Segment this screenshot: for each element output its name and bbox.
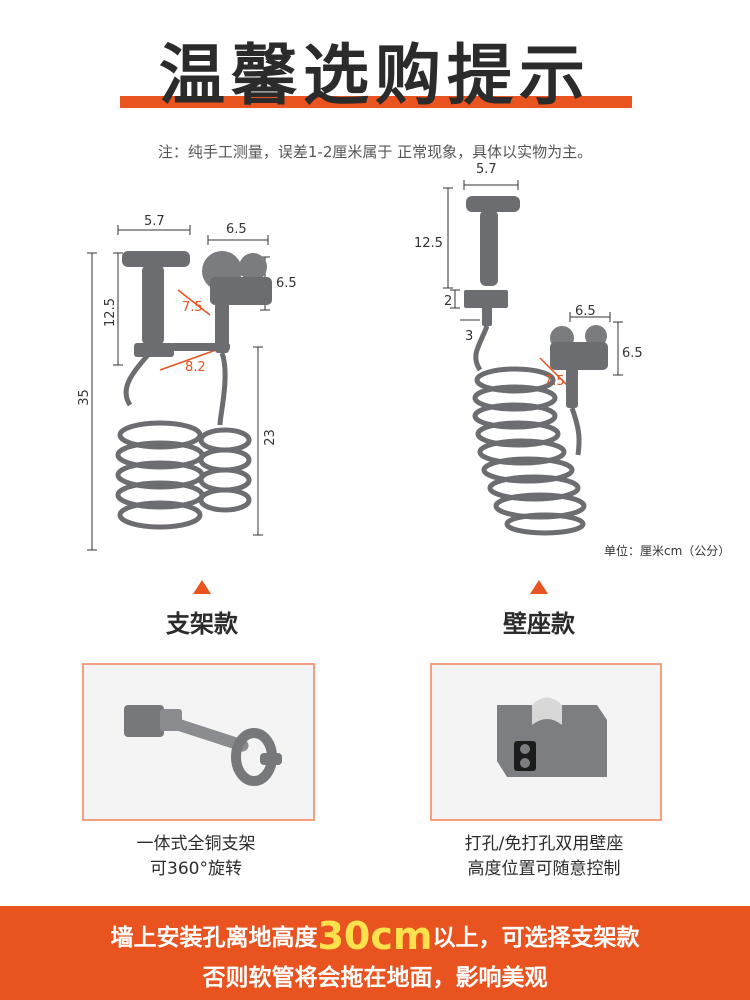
wall-seat-product-illustration: [443, 180, 623, 536]
bracket-caption-line-2: 可360°旋转: [150, 859, 242, 879]
left-valve-width-label: 6.5: [226, 222, 247, 237]
left-bracket-length-label: 8.2: [185, 360, 206, 375]
wall-seat-variant-label: 壁座款: [503, 610, 575, 638]
banner-line-1-prefix: 墙上安装孔离地高度: [110, 925, 318, 951]
left-head-height-label: 12.5: [102, 298, 118, 327]
right-seat-depth-label: 3: [465, 329, 474, 344]
right-head-height-label: 12.5: [414, 236, 443, 251]
wall-seat-detail-box: [430, 663, 662, 821]
right-valve-depth-label: 7.5: [544, 374, 565, 389]
right-valve-height-label: 6.5: [622, 346, 643, 361]
unit-label: 单位：厘米cm（公分）: [604, 544, 731, 558]
bracket-detail-box: [82, 663, 315, 821]
bracket-caption-line-1: 一体式全铜支架: [136, 834, 256, 854]
bracket-product-illustration: [87, 225, 272, 551]
left-valve-height-label: 6.5: [276, 276, 297, 291]
wall-seat-caption-line-2: 高度位置可随意控制: [467, 859, 621, 879]
page-title: 温馨选购提示: [159, 37, 591, 114]
left-valve-depth-label: 7.5: [182, 300, 203, 315]
banner-line-2: 否则软管将会拖在地面，影响美观: [202, 965, 548, 991]
bracket-marker-triangle: [193, 580, 211, 594]
wall-seat-photo: [497, 697, 607, 777]
right-seat-height-label: 2: [444, 294, 453, 309]
wall-seat-marker-triangle: [530, 580, 548, 594]
left-total-height-label: 35: [76, 389, 92, 406]
measurement-note: 注：纯手工测量，误差1-2厘米属于 正常现象，具体以实物为主。: [157, 143, 593, 161]
right-valve-width-label: 6.5: [575, 304, 596, 319]
copper-bracket-photo: [124, 705, 282, 786]
title-underline: [120, 96, 632, 108]
banner-height-highlight: 30cm: [317, 914, 433, 958]
wall-seat-caption-line-1: 打孔/免打孔双用壁座: [464, 834, 624, 854]
left-hose-length-label: 23: [262, 429, 278, 446]
banner-line-1: 墙上安装孔离地高度30cm以上，可选择支架款: [0, 916, 750, 958]
bottom-banner: [0, 906, 750, 1000]
bracket-variant-label: 支架款: [166, 610, 238, 638]
banner-line-1-suffix: 以上，可选择支架款: [432, 925, 640, 951]
left-head-width-label: 5.7: [144, 214, 165, 229]
right-head-width-label: 5.7: [476, 162, 497, 177]
